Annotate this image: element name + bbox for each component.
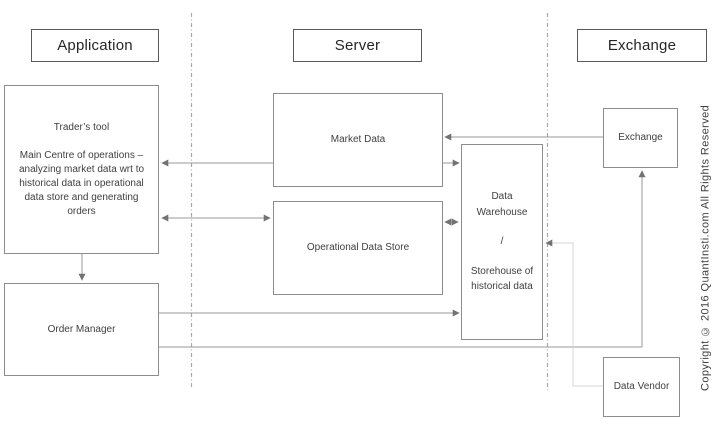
lane-header-exchange: Exchange (577, 29, 707, 62)
node-data-warehouse: Data Warehouse / Storehouse of historica… (461, 144, 543, 340)
node-exchange: Exchange (603, 108, 678, 168)
data-warehouse-subtitle: Storehouse of historical data (470, 265, 534, 293)
traders-tool-title: Trader’s tool (53, 121, 110, 133)
node-traders-tool: Trader’s tool Main Centre of operations … (4, 85, 159, 254)
node-market-data: Market Data (273, 93, 443, 187)
traders-tool-description: Main Centre of operations – analyzing ma… (18, 149, 145, 217)
node-order-manager: Order Manager (4, 283, 159, 376)
lane-header-application: Application (31, 29, 159, 62)
data-warehouse-slash: / (500, 236, 504, 248)
connector-data-vendor-to-data-warehouse (545, 239, 603, 387)
connector-order-manager-to-exchange (159, 170, 646, 348)
node-data-vendor: Data Vendor (603, 357, 680, 417)
copyright-watermark: Copyright © 2016 QuantInsti.com All Righ… (699, 104, 712, 391)
node-operational-data-store: Operational Data Store (273, 201, 443, 295)
lane-header-server: Server (293, 29, 422, 62)
data-warehouse-title: Data Warehouse (476, 191, 528, 218)
